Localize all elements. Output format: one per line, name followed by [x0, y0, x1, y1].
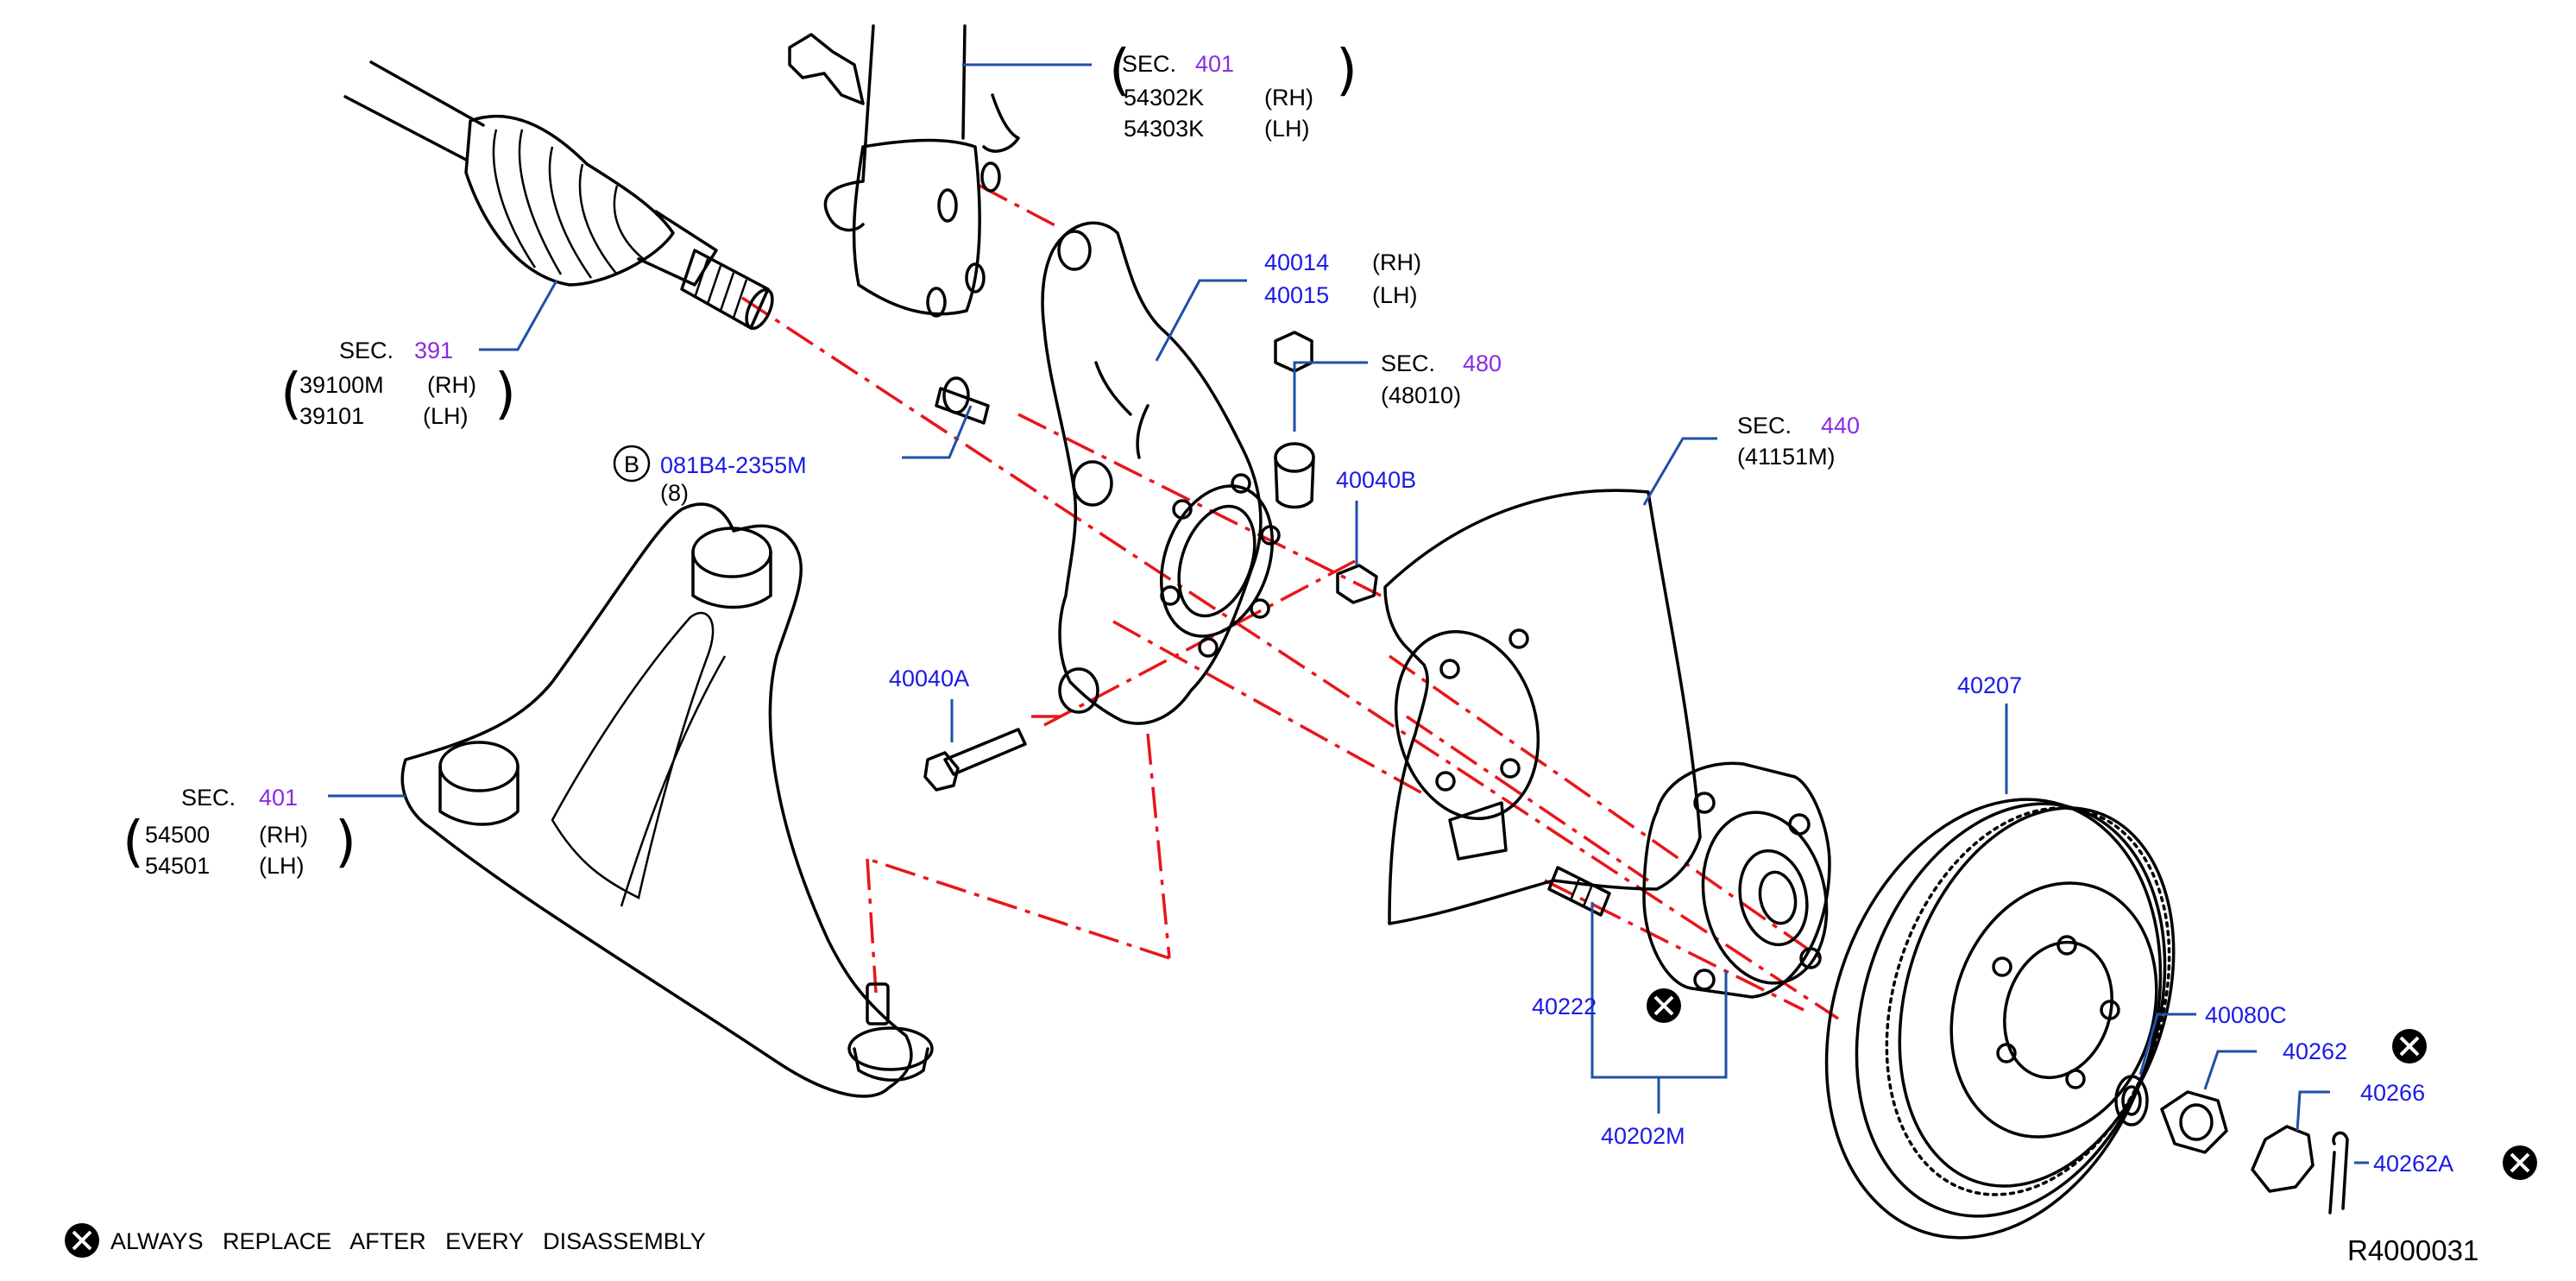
stud-label: 40222 — [1532, 994, 1597, 1019]
hub-nut-label: 40262 — [2283, 1038, 2347, 1064]
strut-section-number: 401 — [1195, 51, 1234, 77]
disc-rotor-drawing — [1824, 798, 2176, 1240]
rotor-label: 40207 — [1957, 672, 2022, 698]
shaft-side-rh: (RH) — [427, 372, 476, 398]
x-circle-icon — [1647, 988, 1681, 1023]
shaft-part-rh: 39100M — [299, 372, 384, 398]
lower-arm-drawing — [400, 502, 934, 1098]
bolt-b-part: 081B4-2355M — [660, 452, 807, 478]
arm-open-paren: ( — [123, 811, 144, 874]
shaft-part-lh: 39101 — [299, 403, 364, 429]
reference-number: R4000031 — [2347, 1234, 2478, 1266]
bolt-b-quantity: (8) — [660, 480, 689, 506]
strut-side-lh: (LH) — [1264, 116, 1310, 142]
drive-shaft-drawing — [343, 60, 774, 331]
knuckle-part-rh: 40014 — [1264, 249, 1329, 275]
hub-assembly-label: 40202M — [1601, 1123, 1685, 1149]
arm-side-rh: (RH) — [259, 822, 308, 848]
x-circle-icon — [2392, 1029, 2427, 1063]
arm-part-lh: 54501 — [145, 853, 210, 879]
strut-side-rh: (RH) — [1264, 85, 1313, 110]
splash-guard-drawing — [1383, 489, 1702, 925]
arm-part-rh: 54500 — [145, 822, 210, 848]
bolt-b-badge: B — [613, 445, 651, 483]
shaft-section-label: SEC. — [339, 338, 394, 363]
nut-40040b-label: 40040B — [1336, 467, 1416, 493]
bolt-40040a-label: 40040A — [889, 666, 969, 691]
nut-section-number: 480 — [1463, 350, 1502, 376]
arm-side-lh: (LH) — [259, 853, 305, 879]
replacement-note: ALWAYS REPLACE AFTER EVERY DISASSEMBLY — [110, 1228, 706, 1254]
shaft-close-paren: ) — [494, 363, 516, 426]
knuckle-side-lh: (LH) — [1372, 282, 1418, 308]
knuckle-side-rh: (RH) — [1372, 249, 1421, 275]
washer-label: 40080C — [2205, 1002, 2287, 1028]
nut-section-label: SEC. — [1381, 350, 1435, 376]
strut-part-rh: 54302K — [1124, 85, 1204, 110]
strut-close-paren: ) — [1336, 39, 1357, 103]
arm-section-number: 401 — [259, 785, 298, 811]
strut-open-paren: ( — [1109, 39, 1131, 103]
bolt-b-letter: B — [624, 451, 639, 477]
assembly-axes — [741, 184, 1839, 1020]
shaft-open-paren: ( — [280, 363, 302, 426]
plate-section-label: SEC. — [1737, 413, 1792, 439]
strut-part-lh: 54303K — [1124, 116, 1204, 142]
strut-section-label: SEC. — [1122, 51, 1176, 77]
shaft-section-number: 391 — [414, 338, 453, 363]
strut-drawing — [788, 24, 1020, 318]
plate-section-number: 440 — [1821, 413, 1860, 439]
arm-close-paren: ) — [335, 811, 356, 874]
cap-label: 40266 — [2360, 1080, 2425, 1106]
x-circle-icon — [65, 1223, 99, 1258]
nut-section-part: (48010) — [1381, 382, 1461, 408]
arm-section-label: SEC. — [181, 785, 236, 811]
knuckle-part-lh: 40015 — [1264, 282, 1329, 308]
x-circle-icon — [2503, 1145, 2537, 1180]
hub-bearing-drawing — [1547, 761, 1831, 999]
steering-knuckle-drawing — [1041, 221, 1281, 725]
shaft-side-lh: (LH) — [423, 403, 469, 429]
leader-lines — [328, 63, 2369, 1164]
plate-section-part: (41151M) — [1737, 444, 1836, 470]
cotter-pin-label: 40262A — [2373, 1151, 2453, 1177]
fasteners-drawing — [923, 331, 2349, 1215]
